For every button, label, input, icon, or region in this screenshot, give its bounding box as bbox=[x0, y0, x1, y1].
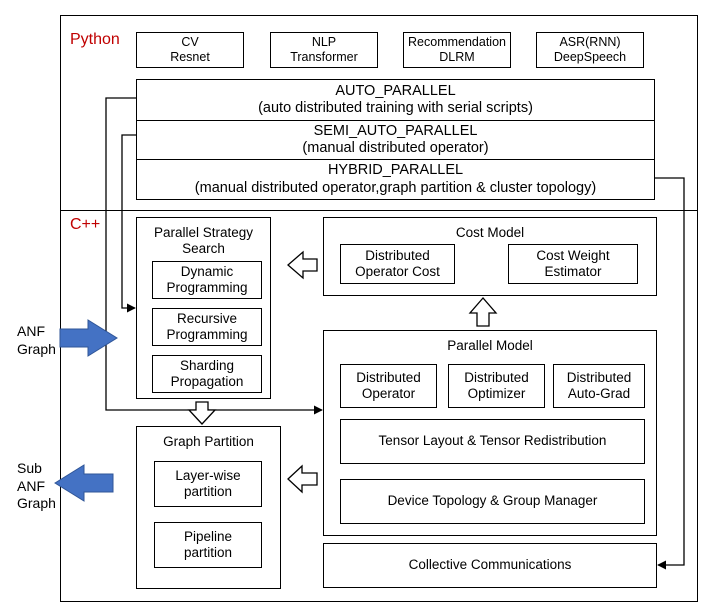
model-asr-line2: DeepSpeech bbox=[553, 50, 627, 64]
mode-auto-parallel: AUTO_PARALLEL (auto distributed training… bbox=[136, 79, 655, 121]
strategy-search-title: Parallel Strategy Search bbox=[137, 225, 270, 257]
tensor-layout-label: Tensor Layout & Tensor Redistribution bbox=[378, 433, 607, 449]
mode-hybrid-parallel-desc: (manual distributed operator,graph parti… bbox=[194, 179, 597, 196]
distributed-auto-grad: Distributed Auto-Grad bbox=[553, 364, 645, 408]
strategy-dynamic-programming: Dynamic Programming bbox=[152, 261, 262, 299]
model-recommendation-line1: Recommendation bbox=[408, 35, 506, 49]
anf-graph-input-label: ANF Graph bbox=[17, 323, 56, 358]
hollow-arrow-cost-to-strategy bbox=[287, 250, 318, 280]
model-box-asr: ASR(RNN) DeepSpeech bbox=[536, 32, 644, 68]
layer-wise-partition: Layer-wise partition bbox=[154, 461, 262, 507]
distributed-operator: Distributed Operator bbox=[340, 364, 437, 408]
model-nlp-line2: Transformer bbox=[290, 50, 358, 64]
strategy-sharding-propagation: Sharding Propagation bbox=[152, 355, 262, 393]
cost-operator-cost: Distributed Operator Cost bbox=[340, 244, 455, 284]
cpp-section bbox=[60, 210, 698, 602]
device-topology-group-manager: Device Topology & Group Manager bbox=[340, 479, 645, 524]
layer-wise-line1: Layer-wise bbox=[175, 467, 241, 483]
distributed-optimizer-line2: Optimizer bbox=[467, 386, 526, 401]
pipeline-partition: Pipeline partition bbox=[154, 522, 262, 568]
anf-graph-line2: Graph bbox=[17, 340, 56, 357]
pipeline-line1: Pipeline bbox=[183, 528, 233, 544]
mode-semi-auto-parallel: SEMI_AUTO_PARALLEL (manual distributed o… bbox=[136, 120, 655, 160]
cpp-label: C++ bbox=[70, 216, 101, 233]
strategy-dynamic-line1: Dynamic bbox=[180, 263, 234, 279]
strategy-recursive-line1: Recursive bbox=[176, 310, 238, 326]
model-nlp-line1: NLP bbox=[311, 35, 337, 49]
sub-anf-graph-line3: Graph bbox=[17, 495, 56, 511]
model-recommendation-line2: DLRM bbox=[439, 50, 475, 64]
hybrid-parallel-connector bbox=[655, 177, 685, 570]
hollow-arrow-parallel-to-partition bbox=[287, 464, 318, 494]
cost-model-title: Cost Model bbox=[455, 225, 525, 240]
python-label: Python bbox=[70, 31, 120, 48]
cost-operator-cost-line1: Distributed bbox=[365, 247, 430, 263]
semi-auto-connector bbox=[121, 134, 136, 313]
auto-parallel-connector bbox=[105, 97, 323, 415]
distributed-operator-line2: Operator bbox=[361, 386, 416, 401]
mode-auto-parallel-desc: (auto distributed training with serial s… bbox=[258, 100, 533, 116]
model-box-nlp: NLP Transformer bbox=[270, 32, 378, 68]
input-arrow-icon bbox=[59, 319, 118, 357]
pipeline-line2: partition bbox=[183, 545, 233, 560]
distributed-auto-grad-line1: Distributed bbox=[566, 369, 632, 385]
distributed-auto-grad-line2: Auto-Grad bbox=[567, 386, 631, 401]
sub-anf-graph-line2: ANF bbox=[17, 477, 45, 494]
distributed-optimizer-line1: Distributed bbox=[464, 369, 529, 385]
strategy-sharding-line1: Sharding bbox=[179, 357, 235, 373]
distributed-operator-line1: Distributed bbox=[356, 369, 421, 385]
model-box-cv: CV Resnet bbox=[136, 32, 244, 68]
distributed-optimizer: Distributed Optimizer bbox=[448, 364, 545, 408]
graph-partition-title: Graph Partition bbox=[163, 434, 254, 449]
hollow-arrow-parallel-to-cost bbox=[468, 297, 498, 327]
strategy-dynamic-line2: Programming bbox=[166, 280, 248, 295]
model-cv-line2: Resnet bbox=[170, 50, 210, 64]
collective-communications: Collective Communications bbox=[323, 543, 657, 588]
model-box-recommendation: Recommendation DLRM bbox=[403, 32, 511, 68]
anf-graph-line1: ANF bbox=[17, 323, 45, 339]
mode-hybrid-parallel-title: HYBRID_PARALLEL bbox=[327, 162, 464, 179]
cost-operator-cost-line2: Operator Cost bbox=[355, 264, 440, 279]
cost-weight-estimator: Cost Weight Estimator bbox=[508, 244, 638, 284]
sub-anf-graph-output-label: Sub ANF Graph bbox=[17, 460, 56, 513]
mode-auto-parallel-title: AUTO_PARALLEL bbox=[335, 82, 456, 99]
strategy-recursive-line2: Programming bbox=[166, 327, 248, 342]
collective-communications-label: Collective Communications bbox=[408, 557, 572, 573]
model-cv-line1: CV bbox=[181, 35, 199, 49]
strategy-search-title-line2: Search bbox=[182, 241, 225, 257]
device-topology-label: Device Topology & Group Manager bbox=[387, 493, 598, 509]
model-asr-line1: ASR(RNN) bbox=[559, 35, 621, 49]
mode-hybrid-parallel: HYBRID_PARALLEL (manual distributed oper… bbox=[136, 159, 655, 200]
strategy-search-title-line1: Parallel Strategy bbox=[153, 225, 254, 240]
strategy-sharding-line2: Propagation bbox=[170, 374, 244, 389]
cost-weight-estimator-line2: Estimator bbox=[544, 264, 602, 279]
output-arrow-icon bbox=[54, 464, 114, 502]
mode-semi-auto-parallel-desc: (manual distributed operator) bbox=[302, 140, 489, 156]
tensor-layout-redistribution: Tensor Layout & Tensor Redistribution bbox=[340, 419, 645, 464]
strategy-recursive-programming: Recursive Programming bbox=[152, 308, 262, 346]
mode-semi-auto-parallel-title: SEMI_AUTO_PARALLEL bbox=[313, 122, 478, 139]
layer-wise-line2: partition bbox=[183, 484, 233, 499]
sub-anf-graph-line1: Sub bbox=[17, 460, 42, 476]
cost-weight-estimator-line1: Cost Weight bbox=[536, 247, 610, 263]
hollow-arrow-strategy-to-partition bbox=[187, 401, 217, 425]
parallel-model-title: Parallel Model bbox=[447, 338, 533, 353]
